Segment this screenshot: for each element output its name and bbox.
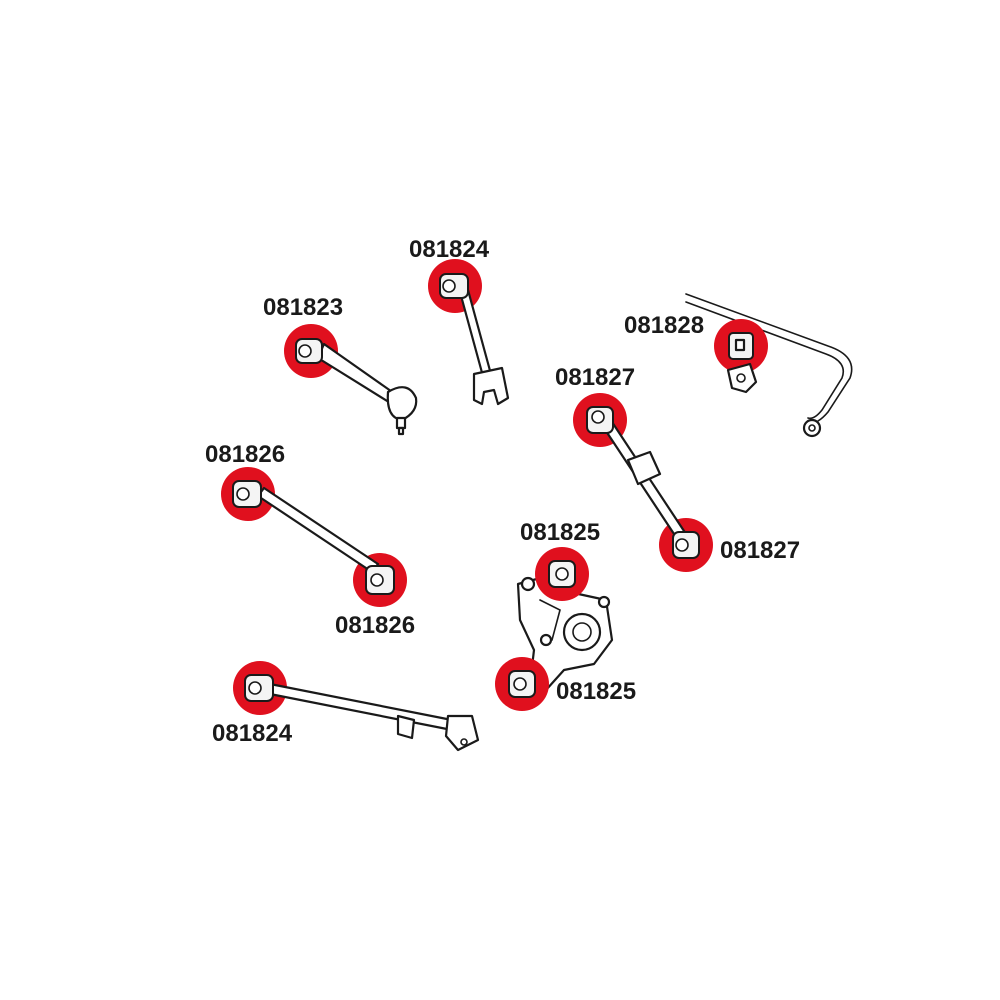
part-label-081827-lower: 081827: [720, 537, 801, 564]
lateral-arm-081826: [221, 467, 407, 607]
part-label-081824-top: 081824: [409, 236, 490, 263]
part-label-081826-upper: 081826: [205, 441, 286, 468]
control-arm-081823: [284, 324, 418, 436]
part-label-081828: 081828: [624, 312, 705, 339]
part-label-081826-lower: 081826: [335, 612, 416, 639]
part-label-081825-upper: 081825: [520, 519, 601, 546]
part-label-081825-lower: 081825: [556, 678, 637, 705]
trailing-arm-081824-bottom: [233, 661, 480, 752]
part-label-081824-bottom: 081824: [212, 720, 293, 747]
part-label-081823: 081823: [263, 294, 344, 321]
trailing-link-081824-top: [428, 259, 510, 406]
part-label-081827-upper: 081827: [555, 364, 636, 391]
knuckle-081825: [495, 547, 614, 711]
toe-link-081827: [573, 393, 713, 572]
sway-bar-081828: [685, 293, 853, 438]
